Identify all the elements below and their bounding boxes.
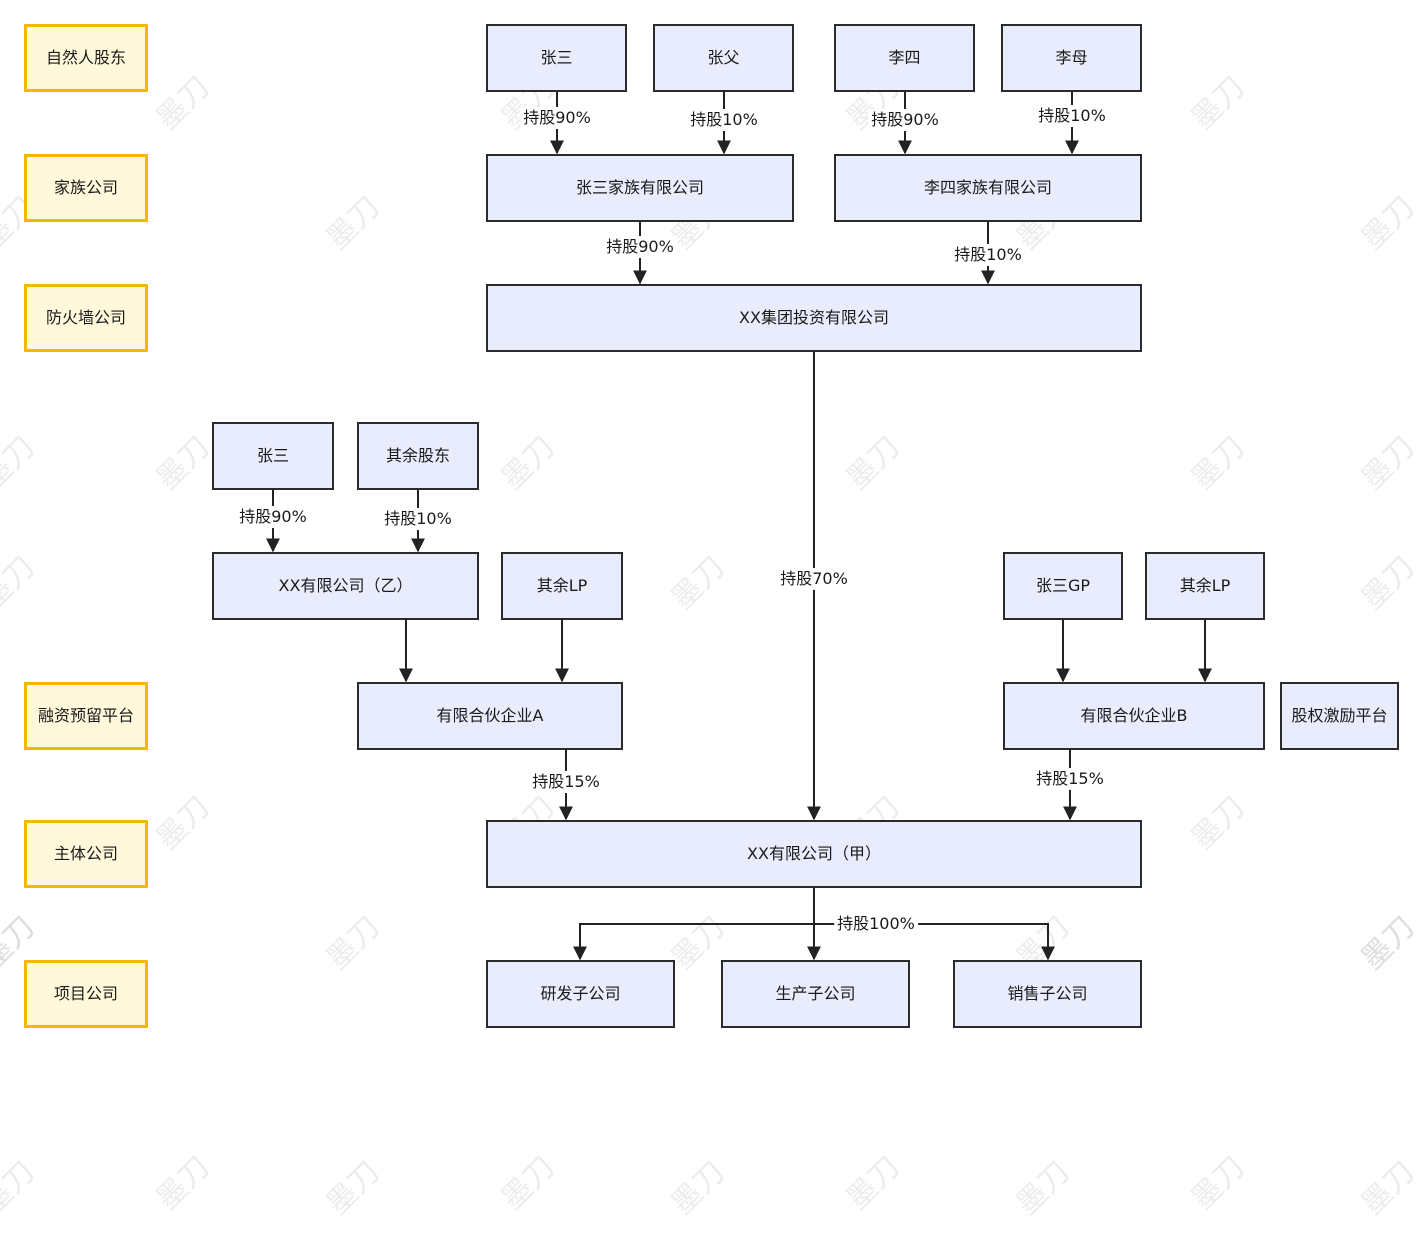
label-others-to-yi: 持股10%: [381, 508, 455, 530]
node-equity-incentive[interactable]: 股权激励平台: [1280, 682, 1399, 750]
label-group-to-jia: 持股70%: [777, 568, 851, 590]
label-zhangsan-family-to-group: 持股90%: [603, 236, 677, 258]
node-other-lp-b[interactable]: 其余LP: [1145, 552, 1265, 620]
node-sales-sub[interactable]: 销售子公司: [953, 960, 1142, 1028]
node-limu[interactable]: 李母: [1001, 24, 1142, 92]
node-zhangsan-gp[interactable]: 张三GP: [1003, 552, 1123, 620]
node-zhangsan-mid[interactable]: 张三: [212, 422, 334, 490]
node-other-lp-a[interactable]: 其余LP: [501, 552, 623, 620]
node-zhangsan-family[interactable]: 张三家族有限公司: [486, 154, 794, 222]
label-zhangsan-to-yi: 持股90%: [236, 506, 310, 528]
label-zhangsan-to-family: 持股90%: [520, 107, 594, 129]
level-project-company: 项目公司: [24, 960, 148, 1028]
label-lisi-family-to-group: 持股10%: [951, 244, 1025, 266]
node-xx-group[interactable]: XX集团投资有限公司: [486, 284, 1142, 352]
label-lisi-to-family: 持股90%: [868, 109, 942, 131]
level-financing-platform: 融资预留平台: [24, 682, 148, 750]
node-lp-a[interactable]: 有限合伙企业A: [357, 682, 623, 750]
node-zhangfu[interactable]: 张父: [653, 24, 794, 92]
node-zhangsan-top[interactable]: 张三: [486, 24, 627, 92]
node-production-sub[interactable]: 生产子公司: [721, 960, 910, 1028]
node-xx-yi[interactable]: XX有限公司（乙）: [212, 552, 479, 620]
node-lp-b[interactable]: 有限合伙企业B: [1003, 682, 1265, 750]
label-limu-to-family: 持股10%: [1035, 105, 1109, 127]
node-other-shareholders[interactable]: 其余股东: [357, 422, 479, 490]
label-zhangfu-to-family: 持股10%: [687, 109, 761, 131]
level-firewall-company: 防火墙公司: [24, 284, 148, 352]
level-family-company: 家族公司: [24, 154, 148, 222]
edge-xx-jia-to-rd-sub: [573, 923, 814, 961]
level-natural-person: 自然人股东: [24, 24, 148, 92]
node-rd-sub[interactable]: 研发子公司: [486, 960, 675, 1028]
node-lisi-family[interactable]: 李四家族有限公司: [834, 154, 1142, 222]
level-main-company: 主体公司: [24, 820, 148, 888]
node-xx-jia[interactable]: XX有限公司（甲）: [486, 820, 1142, 888]
label-lp-b-to-jia: 持股15%: [1033, 768, 1107, 790]
node-lisi[interactable]: 李四: [834, 24, 975, 92]
label-jia-to-subs: 持股100%: [834, 913, 918, 935]
label-lp-a-to-jia: 持股15%: [529, 771, 603, 793]
